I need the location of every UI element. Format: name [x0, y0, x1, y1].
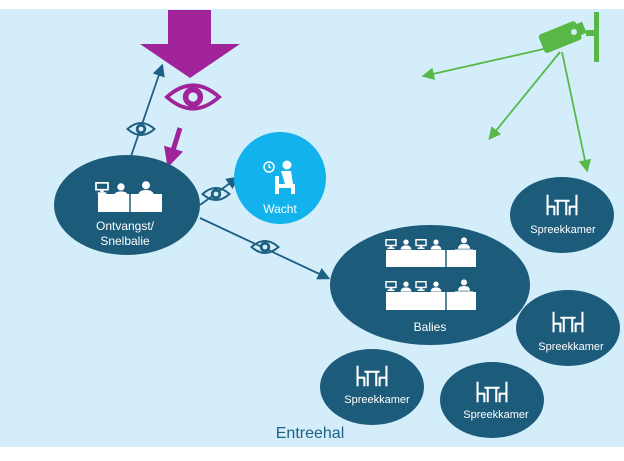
- entry-arrow-icon: [140, 10, 240, 78]
- node-spreekkamer: Spreekkamer: [320, 349, 424, 425]
- spreekkamer-label: Spreekkamer: [538, 341, 604, 353]
- node-balies: Balies: [330, 225, 530, 345]
- spreekkamer-label: Spreekkamer: [463, 409, 529, 421]
- area-caption: Entreehal: [276, 425, 345, 442]
- wacht-label: Wacht: [263, 202, 297, 216]
- desk-icon: [95, 181, 162, 212]
- node-ontvangst: Ontvangst/ Snelbalie: [54, 155, 200, 255]
- clock-icon: [263, 161, 275, 173]
- node-spreekkamer: Spreekkamer: [510, 177, 614, 253]
- desk-icon: [385, 237, 476, 267]
- camera-sightlines: [421, 45, 592, 173]
- node-spreekkamer: Spreekkamer: [516, 290, 620, 366]
- node-wacht: Wacht: [234, 132, 326, 224]
- entry-sight-arrow: [164, 127, 184, 168]
- spreekkamer-label: Spreekkamer: [530, 224, 596, 236]
- desk-icon: [385, 279, 476, 310]
- spreekkamer-label: Spreekkamer: [344, 394, 410, 406]
- balies-label: Balies: [414, 320, 447, 334]
- node-spreekkamer: Spreekkamer: [440, 362, 544, 438]
- ontvangst-label-line2: Snelbalie: [100, 234, 150, 248]
- camera-icon: [538, 12, 599, 62]
- waiting-chair-icon: [275, 160, 295, 194]
- ontvangst-label-line1: Ontvangst/: [96, 219, 155, 233]
